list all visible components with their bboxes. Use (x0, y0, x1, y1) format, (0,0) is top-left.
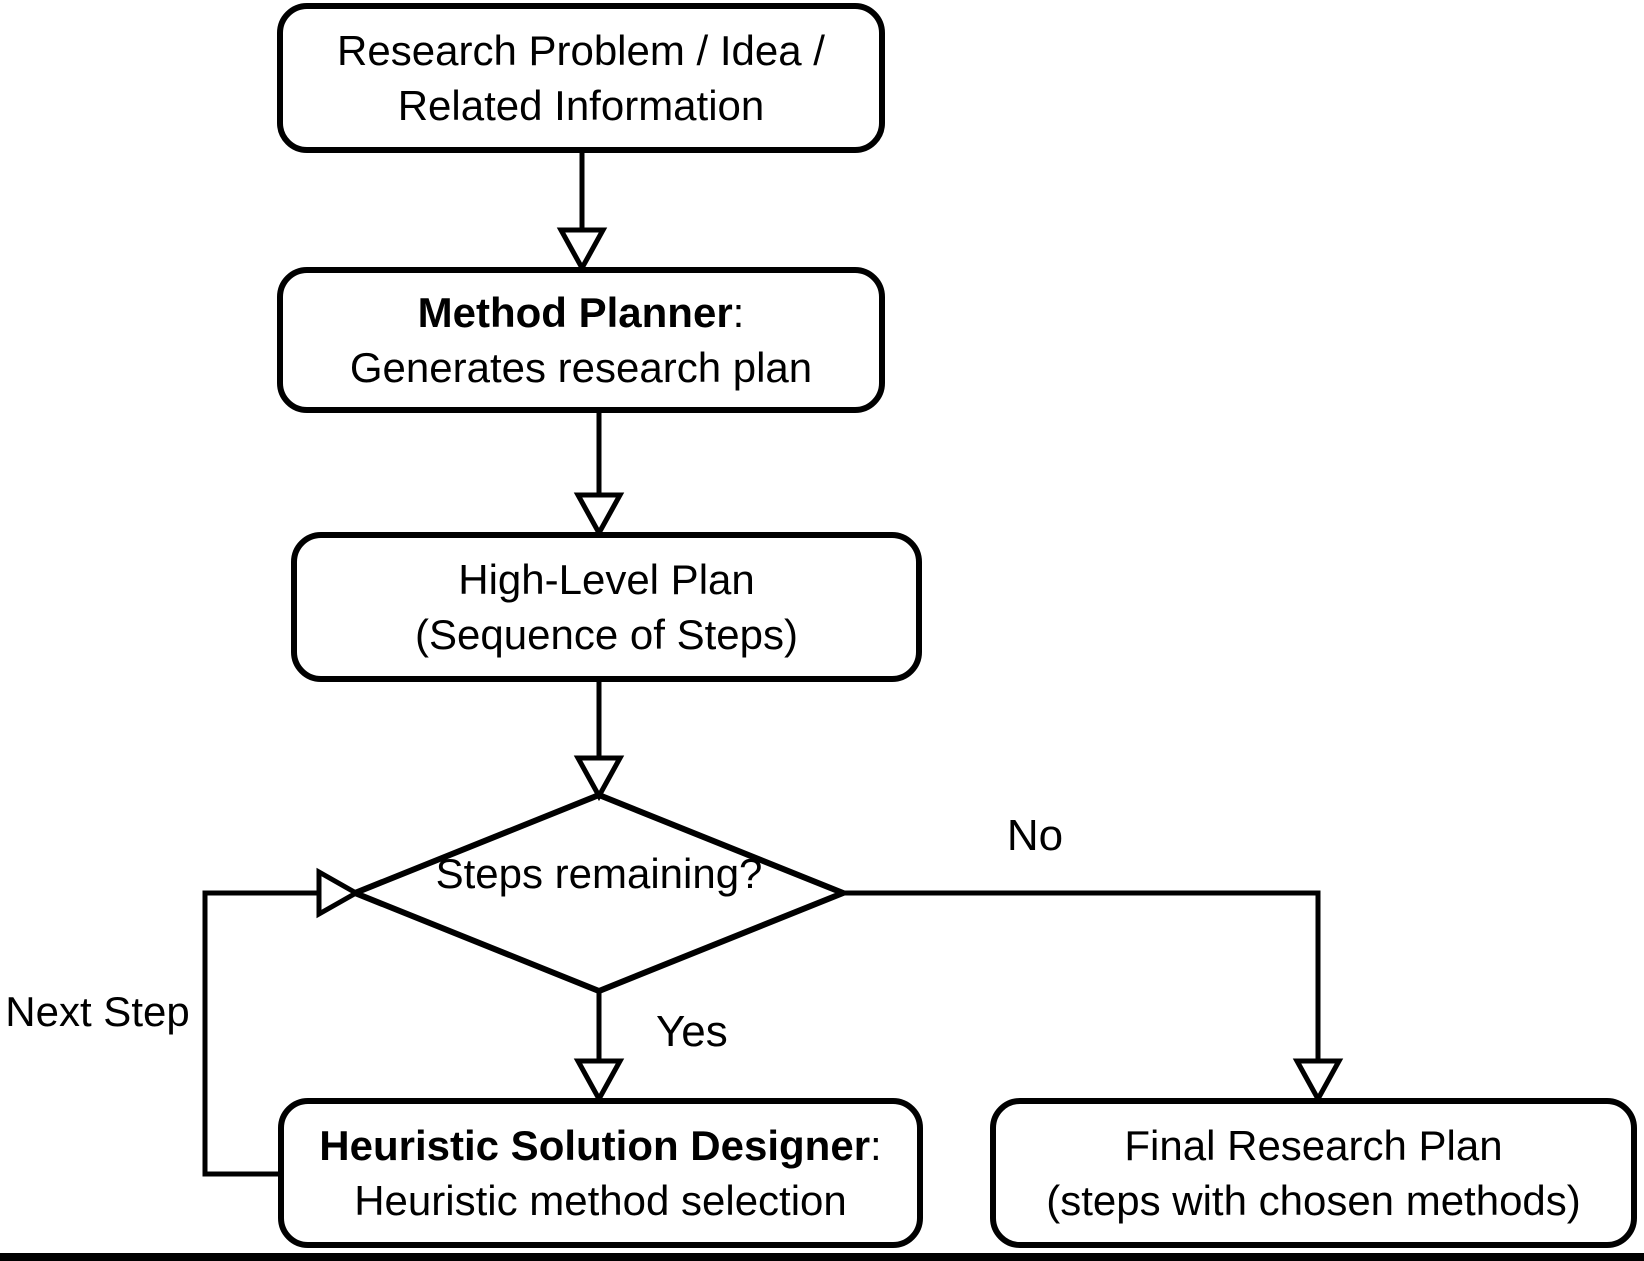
node-heuristic-designer-title-line: Heuristic Solution Designer: (319, 1118, 881, 1173)
node-heuristic-designer-title: Heuristic Solution Designer (319, 1121, 871, 1169)
edge-label-next-step: Next Step (5, 988, 190, 1035)
node-research-problem-line1: Research Problem / Idea / (337, 26, 825, 74)
node-research-problem: Research Problem / Idea / Related Inform… (277, 3, 885, 153)
edge-label-yes: Yes (656, 1007, 728, 1056)
node-final-plan: Final Research Plan (steps with chosen m… (990, 1098, 1637, 1248)
node-final-plan-line2: (steps with chosen methods) (1046, 1177, 1581, 1224)
node-method-planner-colon: : (732, 288, 745, 336)
arrowhead-down-icon (573, 1058, 625, 1105)
node-high-level-plan-line1: High-Level Plan (458, 555, 755, 603)
arrowhead-right-icon (316, 867, 362, 919)
arrowhead-down-icon (1292, 1058, 1344, 1105)
edge-next-step-loop (202, 890, 321, 1177)
node-final-plan-line1: Final Research Plan (1124, 1121, 1503, 1169)
node-method-planner-title: Method Planner (417, 288, 733, 336)
edge-label-no: No (1006, 811, 1064, 860)
node-heuristic-designer-desc: Heuristic method selection (354, 1177, 847, 1224)
bottom-border (0, 1253, 1644, 1261)
decision-label: Steps remaining? (435, 850, 763, 897)
node-method-planner-title-line: Method Planner: (418, 285, 745, 340)
node-heuristic-designer-colon: : (870, 1121, 882, 1169)
edge-decision-no (843, 890, 1321, 1064)
node-method-planner: Method Planner: Generates research plan (277, 267, 885, 413)
node-high-level-plan: High-Level Plan (Sequence of Steps) (291, 532, 922, 682)
node-method-planner-desc: Generates research plan (349, 344, 813, 391)
node-heuristic-designer: Heuristic Solution Designer: Heuristic m… (278, 1098, 923, 1248)
arrowhead-down-icon (573, 755, 625, 802)
node-high-level-plan-line2: (Sequence of Steps) (415, 611, 798, 658)
node-research-problem-line2: Related Information (397, 82, 765, 129)
decision-diamond-shape (346, 791, 852, 995)
arrowhead-down-icon (573, 492, 625, 539)
arrowhead-down-icon (556, 227, 608, 274)
